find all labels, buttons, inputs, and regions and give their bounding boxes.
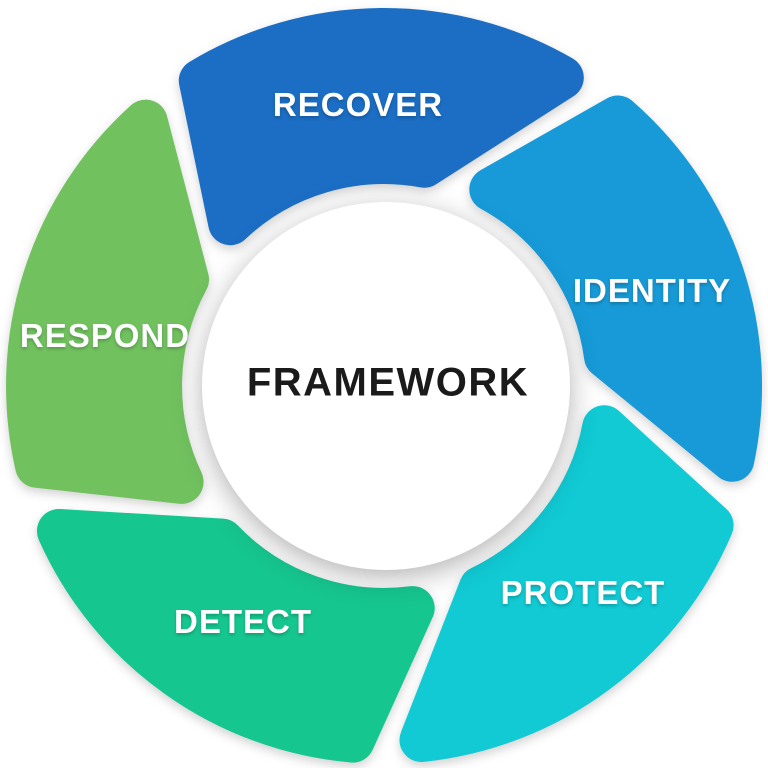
segment-detect (36, 509, 435, 763)
wheel-segments (6, 8, 763, 763)
segment-label-respond: RESPOND (19, 317, 191, 354)
segment-label-identity: IDENTITY (572, 272, 732, 309)
center-circle (202, 202, 570, 570)
segment-identity (469, 95, 763, 482)
center-title: FRAMEWORK (246, 360, 530, 405)
segment-respond (6, 99, 209, 504)
segment-label-protect: PROTECT (500, 574, 666, 611)
segment-label-detect: DETECT (174, 603, 312, 640)
segment-label-recover: RECOVER (272, 86, 444, 123)
segment-protect (399, 405, 734, 762)
segment-recover (178, 8, 584, 246)
